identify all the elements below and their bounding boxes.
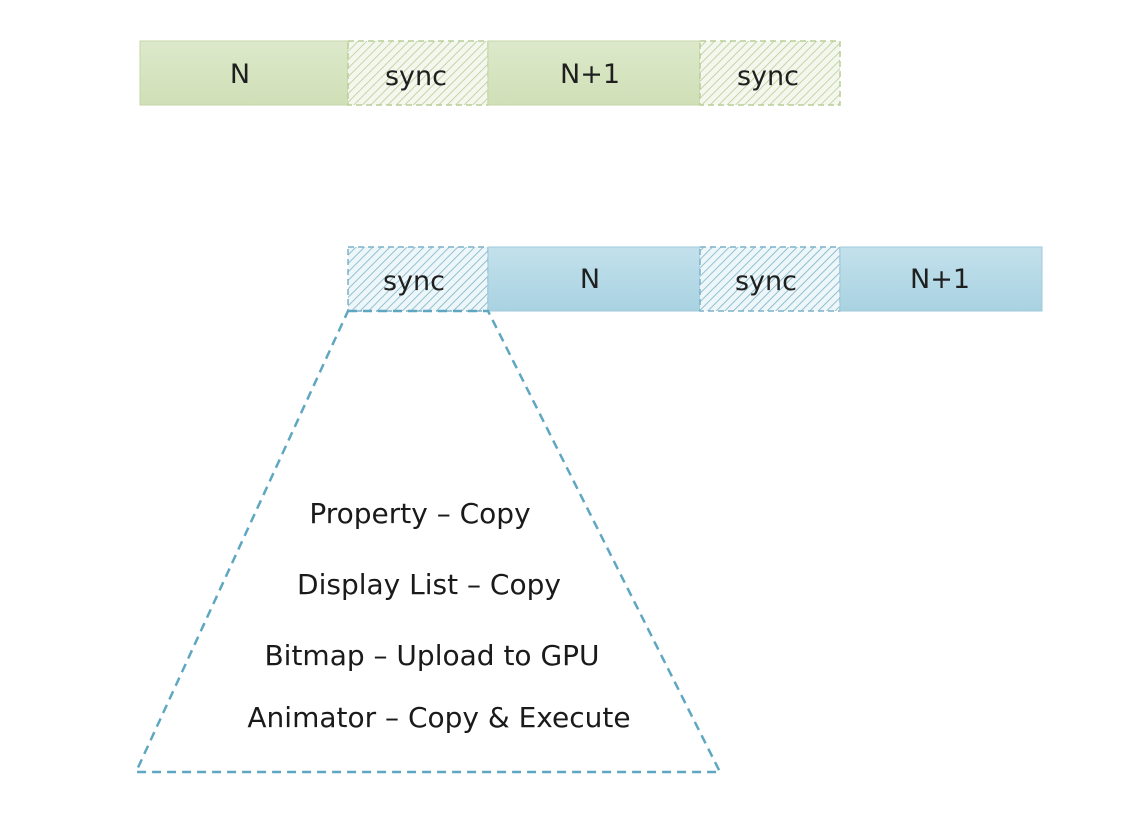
top-segment-0-label: N xyxy=(230,59,250,90)
top-segment-1-label: sync xyxy=(385,61,447,92)
sync-zoom-outline xyxy=(134,309,723,774)
top-segment-2: N+1 xyxy=(487,40,701,106)
sync-step-0: Property – Copy xyxy=(309,497,530,530)
top-segment-2-label: N+1 xyxy=(560,59,620,90)
timeline-bottom: sync N sync N+1 xyxy=(347,246,1043,312)
top-segment-3: sync xyxy=(699,40,841,106)
sync-step-1: Display List – Copy xyxy=(297,568,561,601)
bottom-segment-1: N xyxy=(487,246,701,312)
top-segment-3-label: sync xyxy=(737,61,799,92)
bottom-segment-3: N+1 xyxy=(839,246,1043,312)
timeline-top: N sync N+1 sync xyxy=(139,40,841,106)
sync-zoom-callout: Property – Copy Display List – Copy Bitm… xyxy=(134,309,723,774)
sync-step-3: Animator – Copy & Execute xyxy=(247,701,630,734)
bottom-segment-2-label: sync xyxy=(735,266,797,297)
bottom-segment-0: sync xyxy=(347,246,489,312)
bottom-segment-0-label: sync xyxy=(383,266,445,297)
top-segment-0: N xyxy=(139,40,349,106)
sync-step-2: Bitmap – Upload to GPU xyxy=(264,639,599,672)
bottom-segment-1-label: N xyxy=(580,264,600,295)
bottom-segment-2: sync xyxy=(699,246,841,312)
bottom-segment-3-label: N+1 xyxy=(910,264,970,295)
top-segment-1: sync xyxy=(347,40,489,106)
